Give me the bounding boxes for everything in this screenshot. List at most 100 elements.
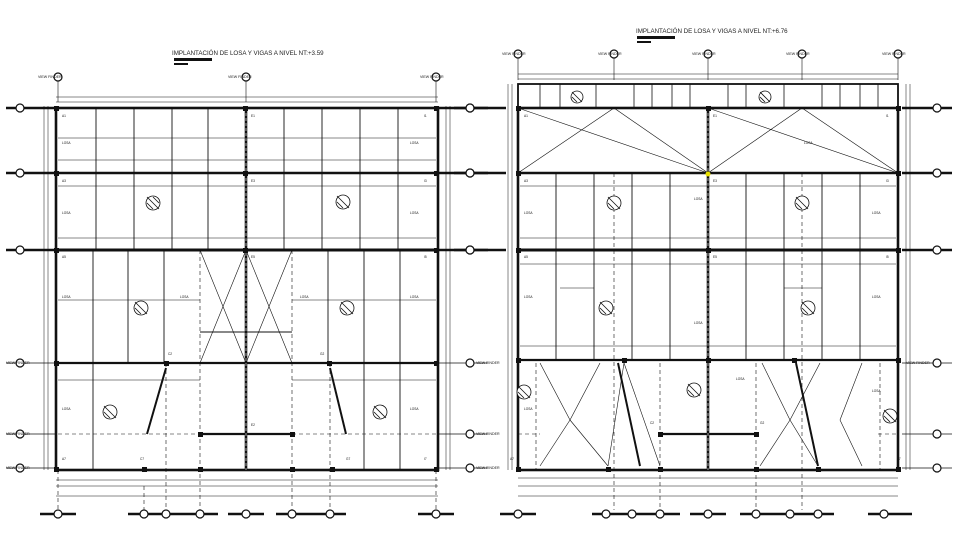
columns xyxy=(516,106,901,472)
plan-lower-level: IMPLANTACIÓN DE LOSA Y VIGAS A NIVEL NT:… xyxy=(6,50,488,519)
svg-text:LOSA: LOSA xyxy=(524,407,533,411)
svg-text:LOSA: LOSA xyxy=(410,295,419,299)
svg-text:LOSA: LOSA xyxy=(300,295,309,299)
axis-tag: VIEW FINDER xyxy=(598,52,622,56)
svg-text:LOSA: LOSA xyxy=(62,211,71,215)
svg-text:A1: A1 xyxy=(62,114,66,118)
axis-tag: VIEW FINDER xyxy=(882,52,906,56)
svg-text:LOSA: LOSA xyxy=(524,295,533,299)
svg-text:LOSA: LOSA xyxy=(410,141,419,145)
highlight-node xyxy=(705,171,711,177)
svg-text:A5: A5 xyxy=(524,255,528,259)
right-row-markers xyxy=(438,103,488,473)
svg-text:LOSA: LOSA xyxy=(872,295,881,299)
top-axis-markers: VIEW FINDER VIEW FINDER VIEW FINDER xyxy=(38,72,444,102)
plan-title: IMPLANTACIÓN DE LOSA Y VIGAS A NIVEL NT:… xyxy=(636,28,788,35)
axis-tag: VIEW FINDER xyxy=(420,75,444,79)
svg-text:G2: G2 xyxy=(760,421,764,425)
axis-tag: VIEW FINDER xyxy=(476,432,500,436)
title-underline xyxy=(174,58,212,61)
axis-tag: VIEW FINDER xyxy=(6,432,30,436)
slab-labels: LOSA LOSA LOSA LOSA LOSA LOSA LOSA LOSA … xyxy=(62,141,419,411)
svg-text:E1: E1 xyxy=(713,114,717,118)
svg-text:LOSA: LOSA xyxy=(180,295,189,299)
svg-text:LOSA: LOSA xyxy=(524,211,533,215)
svg-text:LOSA: LOSA xyxy=(62,295,71,299)
slab-labels: LOSA LOSA LOSA LOSA LOSA LOSA LOSA LOSA … xyxy=(524,141,881,411)
axis-tag: VIEW FINDER xyxy=(6,466,30,470)
balcony-ribs xyxy=(539,84,879,108)
columns xyxy=(54,106,439,472)
svg-text:LOSA: LOSA xyxy=(872,389,881,393)
title-scale-bar xyxy=(637,41,651,43)
column-labels: A1 E1 I1 A3 E3 I3 A5 E5 I5 C2 E2 G2 A7 C… xyxy=(62,114,427,461)
svg-text:A3: A3 xyxy=(524,179,528,183)
title-scale-bar xyxy=(174,63,188,65)
axis-tag: VIEW FINDER xyxy=(476,466,500,470)
axis-tag: VIEW FINDER xyxy=(6,361,30,365)
shaft-openings xyxy=(102,194,388,420)
left-row-markers: VIEW FINDER VIEW FINDER VIEW FINDER xyxy=(454,103,506,470)
svg-text:I3: I3 xyxy=(424,179,427,183)
svg-text:I3: I3 xyxy=(886,179,889,183)
axis-tag: VIEW FINDER xyxy=(38,75,62,79)
svg-text:I7: I7 xyxy=(898,457,901,461)
joists xyxy=(520,173,896,360)
axis-tag: VIEW FINDER xyxy=(228,75,252,79)
svg-text:A5: A5 xyxy=(62,255,66,259)
stair-void-cross xyxy=(146,249,347,435)
svg-text:I7: I7 xyxy=(424,457,427,461)
svg-text:G2: G2 xyxy=(320,352,324,356)
main-beams xyxy=(518,108,898,470)
svg-text:LOSA: LOSA xyxy=(62,141,71,145)
shaft-openings xyxy=(516,90,898,424)
svg-text:G7: G7 xyxy=(346,457,350,461)
axis-tag: VIEW FINDER xyxy=(786,52,810,56)
svg-text:A3: A3 xyxy=(62,179,66,183)
title-underline xyxy=(637,36,675,39)
axis-tag: VIEW FINDER xyxy=(502,52,526,56)
svg-text:A7: A7 xyxy=(62,457,66,461)
svg-text:E5: E5 xyxy=(251,255,255,259)
bottom-axis-markers xyxy=(40,509,454,519)
dimension-lines xyxy=(43,96,451,497)
axis-tag: VIEW FINDER xyxy=(906,361,930,365)
svg-text:LOSA: LOSA xyxy=(872,211,881,215)
svg-text:LOSA: LOSA xyxy=(736,377,745,381)
svg-text:LOSA: LOSA xyxy=(410,407,419,411)
axis-tag: VIEW FINDER xyxy=(692,52,716,56)
svg-text:C7: C7 xyxy=(140,457,144,461)
svg-text:E1: E1 xyxy=(251,114,255,118)
svg-text:I5: I5 xyxy=(424,255,427,259)
svg-text:I1: I1 xyxy=(886,114,889,118)
svg-text:LOSA: LOSA xyxy=(62,407,71,411)
axis-bubble xyxy=(241,72,251,82)
svg-text:LOSA: LOSA xyxy=(694,321,703,325)
dashed-grid xyxy=(57,250,437,510)
svg-text:A1: A1 xyxy=(524,114,528,118)
svg-text:I5: I5 xyxy=(886,255,889,259)
svg-text:I1: I1 xyxy=(424,114,427,118)
svg-text:C2: C2 xyxy=(168,352,172,356)
axis-bubble xyxy=(53,72,63,82)
plan-title: IMPLANTACIÓN DE LOSA Y VIGAS A NIVEL NT:… xyxy=(172,50,324,57)
svg-text:E3: E3 xyxy=(251,179,255,183)
lower-bay-bracing xyxy=(539,362,863,467)
left-row-markers: VIEW FINDER VIEW FINDER VIEW FINDER xyxy=(6,103,56,473)
svg-text:LOSA: LOSA xyxy=(410,211,419,215)
svg-text:E2: E2 xyxy=(251,423,255,427)
top-axis-markers: VIEW FINDER VIEW FINDER VIEW FINDER VIEW… xyxy=(502,49,906,80)
svg-text:LOSA: LOSA xyxy=(804,141,813,145)
axis-tag: VIEW FINDER xyxy=(476,361,500,365)
svg-text:C2: C2 xyxy=(650,421,654,425)
svg-text:E5: E5 xyxy=(713,255,717,259)
bottom-axis-markers xyxy=(500,509,912,519)
column-labels: A1 E1 I1 A3 E3 I3 A5 E5 I5 C2 G2 A7 I7 xyxy=(510,114,901,461)
dimension-lines xyxy=(507,73,911,497)
roof-cross-bracing xyxy=(517,107,899,174)
svg-text:A7: A7 xyxy=(510,457,514,461)
plan-upper-level: IMPLANTACIÓN DE LOSA Y VIGAS A NIVEL NT:… xyxy=(454,28,952,519)
joists xyxy=(58,108,436,470)
right-row-markers: VIEW FINDER xyxy=(902,103,952,473)
